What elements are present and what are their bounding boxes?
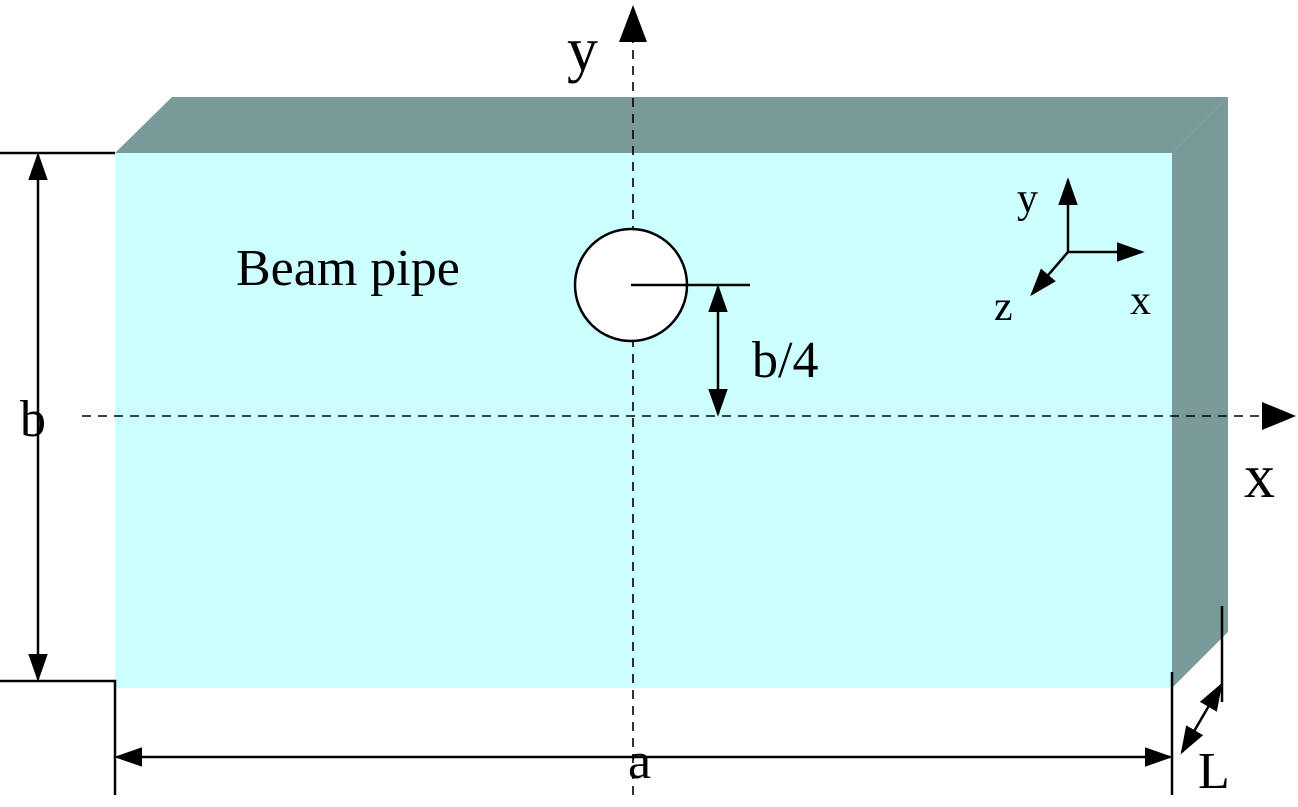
triad-z-label: z [994,284,1013,330]
slab [115,97,1228,688]
xyz-axis-triad-icon [1030,177,1145,297]
y-axis-arrowhead [619,5,647,42]
b-dimension-label: b [20,391,46,448]
b-extension-bottom [0,679,117,795]
triad-y-label: y [1017,176,1038,222]
main-x-axis-label: x [1244,443,1275,511]
triad-z-arrow [1030,251,1069,297]
l-dimension-label: L [1198,743,1230,800]
slab-side-face [1172,97,1228,688]
b-quarter-label: b/4 [752,332,818,389]
beam-pipe-label: Beam pipe [236,240,460,297]
l-dimension-arrow [1180,682,1223,755]
x-axis-arrowhead [1262,402,1296,430]
a-dimension-label: a [628,733,651,790]
slab-top-face [115,97,1228,153]
main-y-axis-label: y [567,16,598,84]
triad-x-label: x [1130,278,1151,324]
